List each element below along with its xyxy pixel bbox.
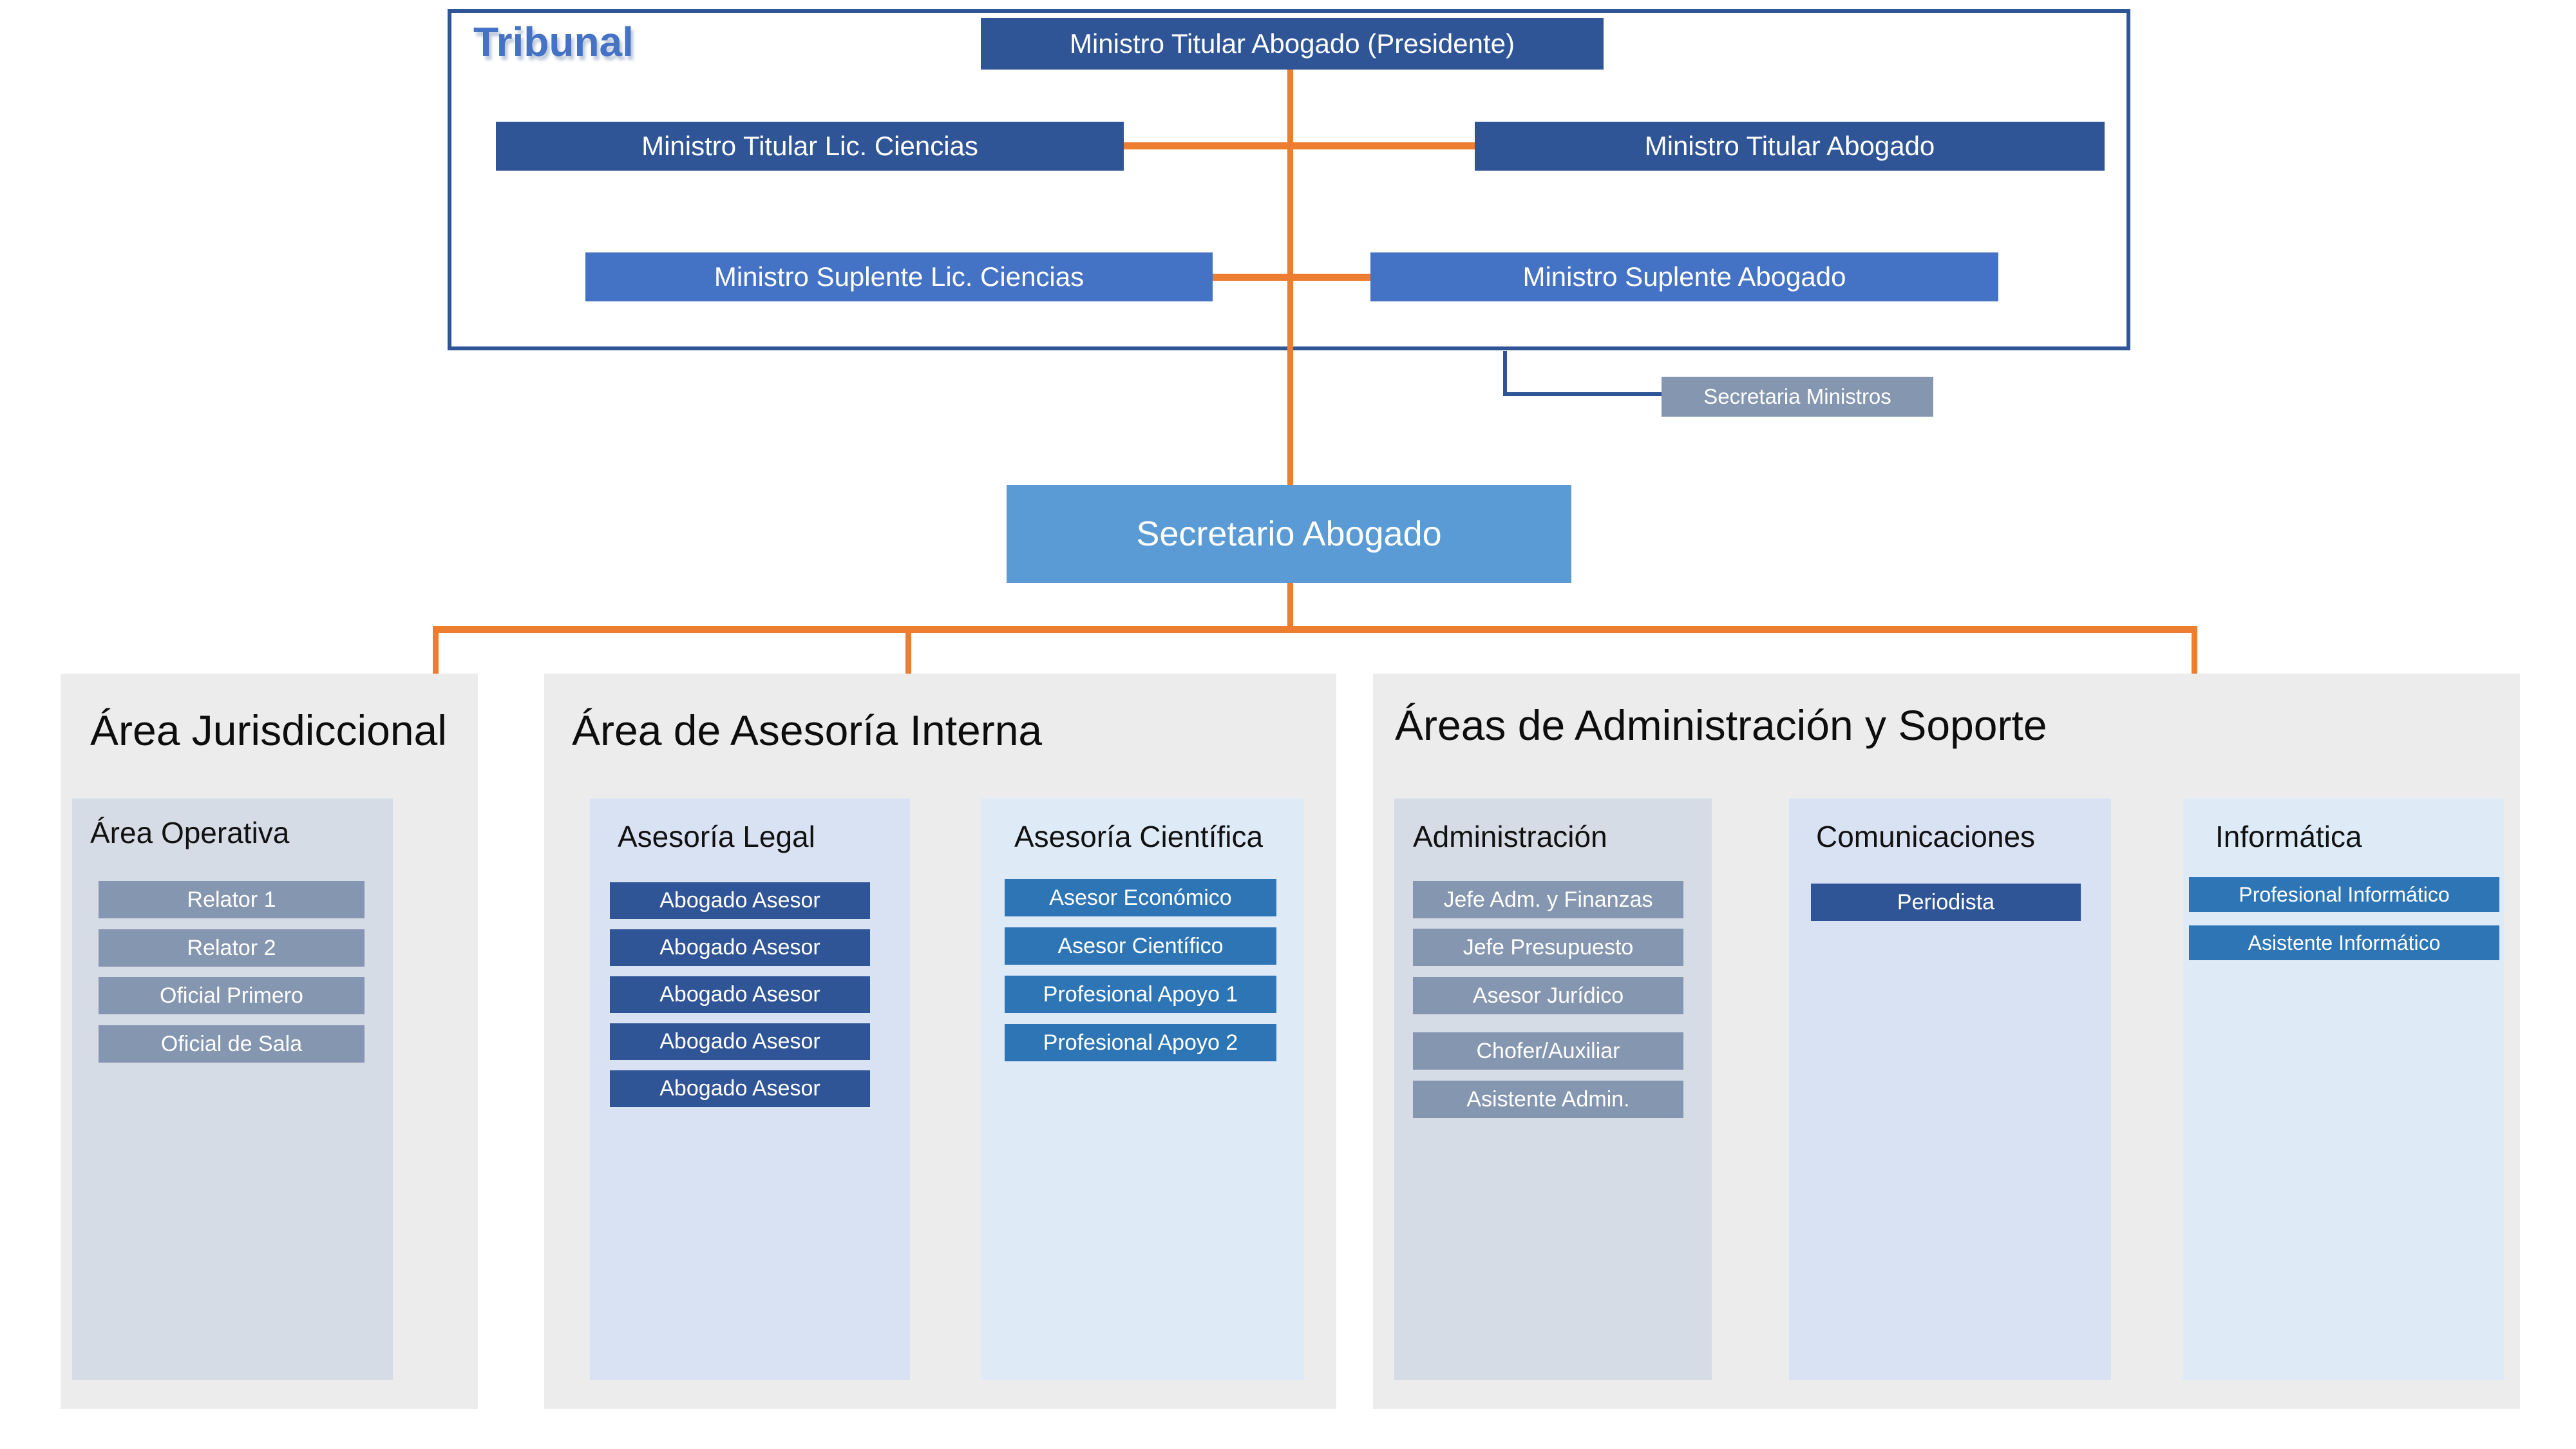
node-ministro-titular-abogado: Ministro Titular Abogado [1475, 122, 2105, 171]
node-abogado-asesor-1: Abogado Asesor [610, 882, 870, 919]
node-abogado-asesor-3: Abogado Asesor [610, 976, 870, 1013]
node-oficial-primero: Oficial Primero [99, 977, 365, 1014]
node-abogado-asesor-4: Abogado Asesor [610, 1023, 870, 1060]
title-asesoria-cientifica: Asesoría Científica [1014, 820, 1264, 853]
tribunal-title: Tribunal [473, 19, 634, 65]
connector-branch-bar [433, 626, 2197, 633]
node-ministro-titular-presidente: Ministro Titular Abogado (Presidente) [981, 18, 1604, 70]
node-chofer-auxiliar: Chofer/Auxiliar [1413, 1032, 1683, 1070]
node-secretario-abogado: Secretario Abogado [1007, 485, 1571, 583]
node-jefe-presupuesto: Jefe Presupuesto [1413, 929, 1683, 966]
node-jefe-adm-finanzas: Jefe Adm. y Finanzas [1413, 881, 1683, 918]
connector-drop-left [433, 632, 439, 674]
node-asesor-economico: Asesor Económico [1005, 879, 1276, 916]
node-relator-2: Relator 2 [99, 929, 365, 967]
connector-secretaria-horizontal [1503, 392, 1663, 396]
node-secretaria-ministros: Secretaria Ministros [1662, 377, 1933, 417]
connector-suplente-crossbar [1213, 274, 1371, 281]
title-informatica: Informática [2215, 820, 2362, 853]
connector-secretario-drop [1287, 582, 1293, 627]
node-oficial-de-sala: Oficial de Sala [99, 1025, 365, 1063]
title-area-operativa: Área Operativa [90, 816, 290, 849]
title-areas-administracion-soporte: Áreas de Administración y Soporte [1395, 701, 2047, 749]
node-abogado-asesor-5: Abogado Asesor [610, 1070, 870, 1107]
connector-drop-right [2192, 632, 2197, 674]
title-asesoria-legal: Asesoría Legal [618, 820, 815, 853]
title-administracion: Administración [1413, 820, 1607, 853]
connector-secretaria-vertical [1503, 351, 1507, 396]
node-asesor-cientifico: Asesor Científico [1005, 927, 1276, 965]
node-asistente-informatico: Asistente Informático [2189, 925, 2499, 960]
node-profesional-informatico: Profesional Informático [2189, 877, 2499, 912]
node-profesional-apoyo-2: Profesional Apoyo 2 [1005, 1024, 1276, 1061]
node-asesor-juridico: Asesor Jurídico [1413, 977, 1683, 1014]
node-asistente-admin: Asistente Admin. [1413, 1081, 1683, 1118]
title-area-asesoria-interna: Área de Asesoría Interna [572, 706, 1043, 754]
node-ministro-suplente-ciencias: Ministro Suplente Lic. Ciencias [585, 252, 1213, 301]
node-relator-1: Relator 1 [99, 881, 365, 918]
title-area-jurisdiccional: Área Jurisdiccional [90, 706, 447, 754]
node-ministro-suplente-abogado: Ministro Suplente Abogado [1370, 252, 1998, 301]
node-abogado-asesor-2: Abogado Asesor [610, 929, 870, 966]
node-ministro-titular-ciencias: Ministro Titular Lic. Ciencias [496, 122, 1124, 171]
connector-titular-crossbar [1124, 142, 1475, 149]
title-comunicaciones: Comunicaciones [1816, 820, 2036, 853]
connector-drop-middle [905, 632, 911, 674]
node-profesional-apoyo-1: Profesional Apoyo 1 [1005, 976, 1276, 1013]
node-periodista: Periodista [1811, 884, 2081, 921]
